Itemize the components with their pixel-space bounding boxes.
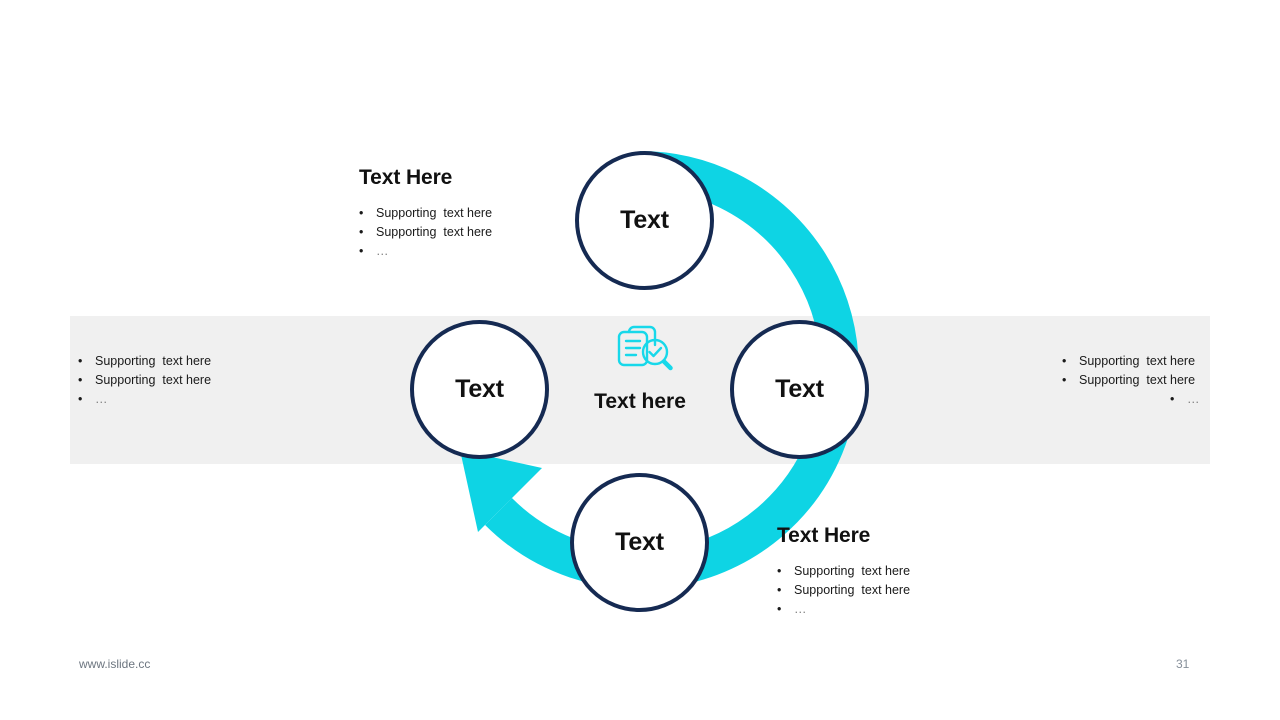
bullet-list-left: • Supporting text here • Supporting text… [78, 352, 211, 409]
bullet-text: Supporting text here [1079, 373, 1196, 387]
bullet-marker: • [359, 206, 364, 220]
bullet-text: Supporting text here [376, 225, 493, 239]
footer-page-number: 31 [1176, 657, 1190, 671]
list-item: • … [78, 390, 211, 409]
bullet-text: Supporting text here [794, 583, 911, 597]
bullet-marker: • [78, 392, 83, 406]
text-block-right: • Supporting text here • Supporting text… [1062, 352, 1201, 409]
heading-top-left: Text Here [359, 166, 453, 189]
bullet-marker: • [777, 602, 782, 616]
bullet-text: Supporting text here [794, 564, 911, 578]
document-check-magnifier-icon [612, 320, 678, 376]
list-item: • Supporting text here [359, 223, 492, 242]
list-item: • … [1062, 390, 1201, 409]
list-item: • Supporting text here [777, 562, 910, 581]
node-label-right: Text [775, 375, 824, 403]
text-block-top-left: Text Here • Supporting text here • Suppo… [359, 166, 492, 261]
text-block-left: • Supporting text here • Supporting text… [78, 352, 211, 409]
bullet-marker: • [1062, 354, 1067, 368]
list-item: • Supporting text here [777, 581, 910, 600]
bullet-marker: • [78, 373, 83, 387]
bullet-marker: • [359, 225, 364, 239]
node-label-bottom: Text [615, 528, 664, 556]
node-label-top: Text [620, 206, 669, 234]
bullet-marker: • [78, 354, 83, 368]
list-item: • Supporting text here [359, 204, 492, 223]
footer-url[interactable]: www.islide.cc [79, 657, 151, 671]
node-label-left: Text [455, 375, 504, 403]
bullet-marker: • [777, 564, 782, 578]
list-item: • Supporting text here [1062, 352, 1201, 371]
bullet-text: Supporting text here [1079, 354, 1196, 368]
bullet-list-top-left: • Supporting text here • Supporting text… [359, 204, 492, 261]
list-item: • Supporting text here [78, 352, 211, 371]
bullet-marker: • [1062, 373, 1067, 387]
ring-arrow-head [460, 450, 542, 532]
list-item: • … [359, 242, 492, 261]
bullet-list-right: • Supporting text here • Supporting text… [1062, 352, 1201, 409]
bullet-marker: • [1170, 392, 1175, 406]
node-circle-bottom[interactable]: Text [570, 473, 709, 612]
list-item: • Supporting text here [78, 371, 211, 390]
node-circle-right[interactable]: Text [730, 320, 869, 459]
bullet-marker: • [777, 583, 782, 597]
node-circle-left[interactable]: Text [410, 320, 549, 459]
bullet-text: Supporting text here [95, 354, 212, 368]
list-item: • Supporting text here [1062, 371, 1201, 390]
text-block-bottom-right: Text Here • Supporting text here • Suppo… [777, 524, 910, 619]
bullet-text: Supporting text here [376, 206, 493, 220]
bullet-marker: • [359, 244, 364, 258]
bullet-text: … [95, 392, 109, 406]
bullet-list-bottom-right: • Supporting text here • Supporting text… [777, 562, 910, 619]
bullet-text: … [1187, 392, 1201, 406]
list-item: • … [777, 600, 910, 619]
bullet-text: … [376, 244, 390, 258]
heading-bottom-right: Text Here [777, 524, 871, 547]
bullet-text: Supporting text here [95, 373, 212, 387]
bullet-text: … [794, 602, 808, 616]
node-circle-top[interactable]: Text [575, 151, 714, 290]
center-label: Text here [594, 390, 686, 413]
